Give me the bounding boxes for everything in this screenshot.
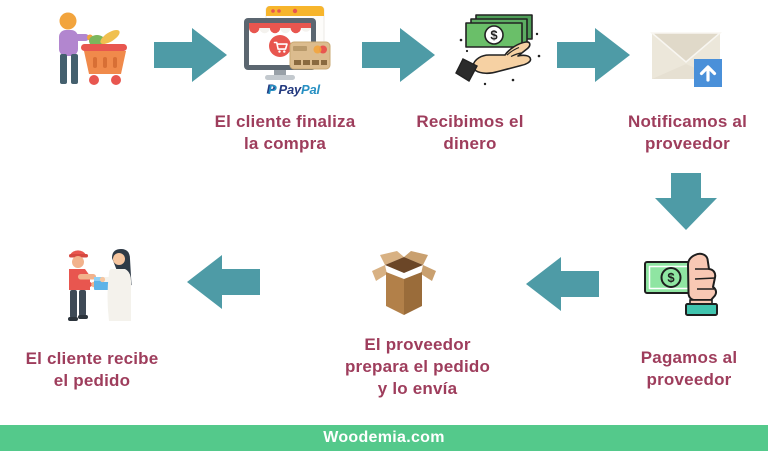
dollar-sign: $ [490, 28, 498, 43]
hand-paying-money-icon: $ [643, 249, 721, 317]
step-label-checkout: El cliente finaliza la compra [214, 112, 356, 153]
arrow-left-icon [186, 254, 260, 310]
step-label-receive-money: Recibimos el dinero [416, 112, 524, 153]
arrow-right-icon [154, 27, 228, 83]
footer-bar: Woodemia.com [0, 425, 768, 451]
arrow-right-icon [557, 27, 631, 83]
envelope-upload-icon [650, 23, 726, 89]
dollar-sign: $ [667, 270, 675, 285]
paypal-p-mark: P [268, 82, 277, 97]
footer-site-name: Woodemia.com [323, 429, 445, 446]
step-label-pay-provider: Pagamos al proveedor [640, 348, 738, 389]
step-label-notify-provider: Notificamos al proveedor [628, 112, 747, 153]
money-in-hand-icon: $ [455, 10, 547, 90]
arrow-left-icon [525, 256, 599, 312]
delivery-to-customer-icon [50, 244, 138, 328]
online-checkout-icon [242, 6, 334, 82]
arrow-right-icon [362, 27, 436, 83]
step-label-provider-ships: El proveedor prepara el pedido y lo enví… [344, 335, 491, 398]
customer-shopping-cart-icon [48, 12, 128, 92]
step-label-customer-receives: El cliente recibe el pedido [25, 349, 159, 390]
open-box-icon [366, 245, 442, 321]
arrow-down-icon [654, 173, 718, 231]
